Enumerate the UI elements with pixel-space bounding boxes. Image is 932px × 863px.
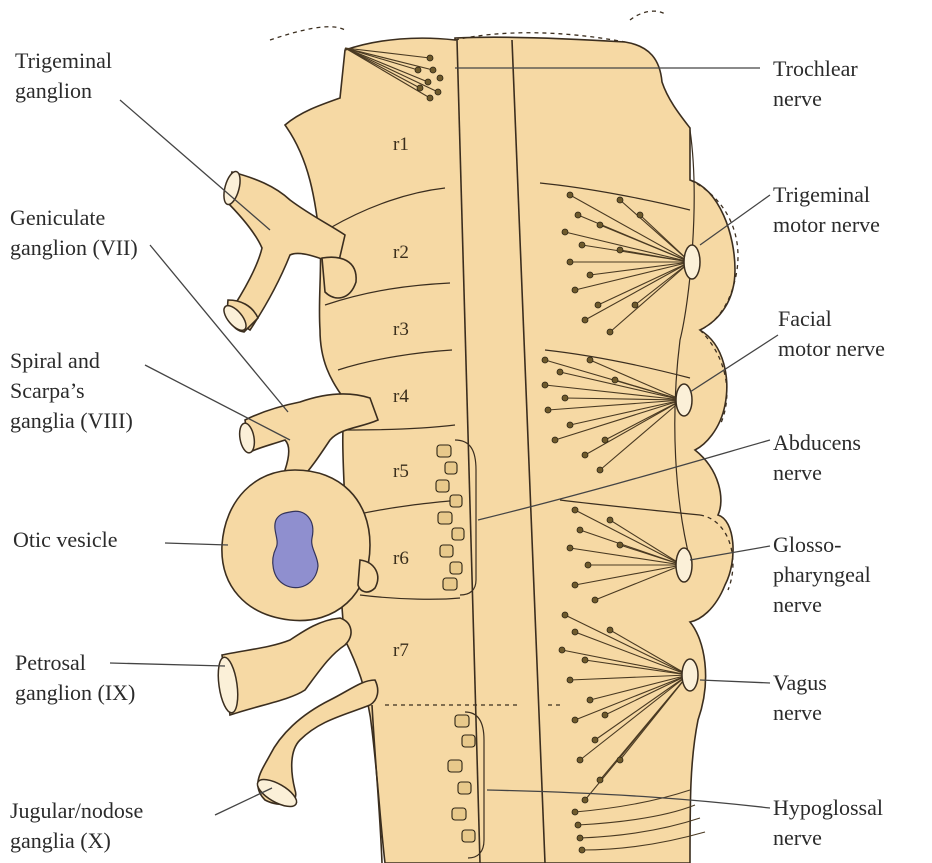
label-hypoglossal-nerve: Hypoglossal nerve <box>773 795 889 850</box>
rhombomere-label-r4: r4 <box>393 386 409 407</box>
label-vagus-nerve: Vagus nerve <box>773 670 832 725</box>
label-abducens-nerve: Abducens nerve <box>773 430 866 485</box>
left-labels: Trigeminal ganglion Geniculate ganglion … <box>10 48 149 853</box>
label-facial-motor-nerve: Facial motor nerve <box>778 306 885 361</box>
label-trigeminal-ganglion: Trigeminal ganglion <box>15 48 117 103</box>
hindbrain-body <box>270 11 738 863</box>
label-geniculate-ganglion: Geniculate ganglion (VII) <box>10 205 138 260</box>
label-trigeminal-motor-nerve: Trigeminal motor nerve <box>773 182 880 237</box>
label-trochlear-nerve: Trochlear nerve <box>773 56 863 111</box>
label-glossopharyngeal-nerve: Glosso- pharyngeal nerve <box>773 532 876 617</box>
label-petrosal-ganglion: Petrosal ganglion (IX) <box>15 650 135 705</box>
rhombomere-label-r1: r1 <box>393 134 409 155</box>
rhombomere-label-r7: r7 <box>393 640 409 661</box>
rhombomere-label-r2: r2 <box>393 242 409 263</box>
right-labels: Trochlear nerve Trigeminal motor nerve F… <box>773 56 889 850</box>
label-spiral-scarpa-ganglia: Spiral and Scarpa’s ganglia (VIII) <box>10 348 133 433</box>
label-otic-vesicle: Otic vesicle <box>13 527 117 552</box>
rhombomere-label-r5: r5 <box>393 461 409 482</box>
rhombomere-label-r6: r6 <box>393 548 409 569</box>
dashed-top-edge <box>270 27 345 40</box>
label-jugular-nodose-ganglia: Jugular/nodose ganglia (X) <box>10 798 149 853</box>
otic-lumen <box>273 511 318 587</box>
rhombomere-label-r3: r3 <box>393 319 409 340</box>
